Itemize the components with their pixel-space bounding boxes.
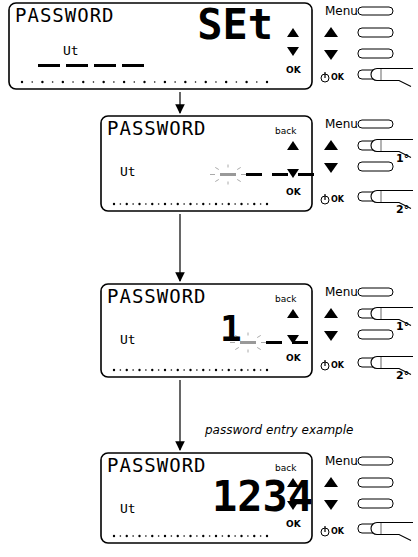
lcd-text: back: [275, 295, 296, 304]
note: password entry example: [205, 424, 353, 436]
lcd-text: OK: [286, 520, 301, 529]
thermostat-panel: PASSWORD Ut 1 backOK MenuOK: [100, 283, 413, 378]
button-label: Menu: [325, 118, 358, 130]
flow-arrow: [179, 92, 180, 113]
button-label: OK: [331, 362, 344, 370]
lcd-digits: 1: [220, 311, 242, 347]
button-label: Menu: [325, 286, 358, 298]
thermostat-panel: PASSWORD Ut SEtOK MenuOK: [8, 2, 413, 90]
lcd-text: PASSWORD: [15, 6, 115, 25]
lcd-digits: SEt: [197, 4, 273, 46]
lcd-text: PASSWORD: [107, 456, 207, 475]
lcd-text: back: [275, 464, 296, 473]
button-label: OK: [331, 74, 344, 82]
lcd-text: PASSWORD: [107, 287, 207, 306]
press-order: 2°: [396, 204, 409, 215]
lcd-text: OK: [286, 188, 301, 197]
press-order: 1°: [396, 153, 409, 164]
lcd-text: OK: [286, 66, 301, 75]
flow-arrow: [179, 214, 180, 281]
lcd-text: Ut: [63, 44, 79, 57]
lcd-text: back: [275, 127, 296, 136]
lcd-text: Ut: [120, 502, 136, 515]
thermostat-panel: PASSWORD Ut 1234 backOK MenuOK: [100, 452, 413, 544]
lcd-text: PASSWORD: [107, 119, 207, 138]
lcd-text: Ut: [120, 333, 136, 346]
press-order: 1°: [396, 321, 409, 332]
button-label: Menu: [325, 5, 358, 17]
lcd-text: Ut: [120, 165, 136, 178]
press-order: 2°: [396, 370, 409, 381]
flow-arrow: [179, 380, 180, 450]
lcd-text: OK: [286, 354, 301, 363]
lcd-digits: 1234: [212, 476, 313, 518]
button-label: OK: [331, 528, 344, 536]
button-label: OK: [331, 196, 344, 204]
thermostat-panel: PASSWORD Ut backOK MenuOK: [100, 115, 413, 212]
button-label: Menu: [325, 455, 358, 467]
